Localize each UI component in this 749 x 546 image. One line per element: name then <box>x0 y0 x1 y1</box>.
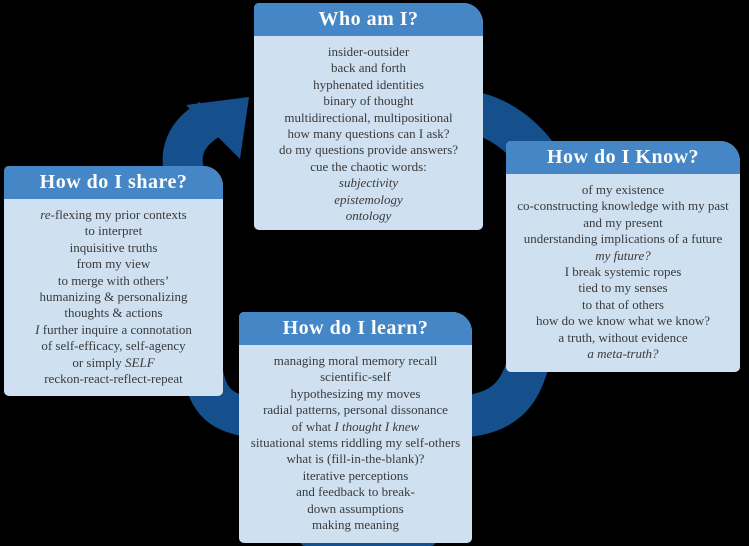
body-line: I break systemic ropes <box>564 264 682 280</box>
body-line: hypothesizing my moves <box>290 385 421 401</box>
body-line: to interpret <box>84 223 143 239</box>
body-line: how do we know what we know? <box>535 313 711 329</box>
body-line: tied to my senses <box>578 280 668 296</box>
body-line: from my view <box>76 256 151 272</box>
body-line: thoughts & actions <box>64 305 163 321</box>
body-line: humanizing & personalizing <box>39 289 188 305</box>
body-line: and feedback to break- <box>296 484 415 500</box>
body-line: down assumptions <box>307 500 404 516</box>
body-line: iterative perceptions <box>302 467 409 483</box>
body-line: a truth, without evidence <box>558 329 688 345</box>
body-line: situational stems riddling my self-other… <box>250 435 461 451</box>
panel-title: Who am I? <box>318 8 419 30</box>
body-line: and my present <box>583 214 663 230</box>
body-line: I further inquire a connotation <box>35 321 192 337</box>
body-line: re-flexing my prior contexts <box>40 207 187 222</box>
body-line: ontology <box>345 208 392 224</box>
body-line: subjectivity <box>338 175 399 191</box>
panel-title: How do I Know? <box>546 146 700 168</box>
body-line: of my existence <box>581 182 665 197</box>
body-line: my future? <box>595 247 651 263</box>
body-line: what is (fill-in-the-blank)? <box>286 451 425 467</box>
panel-header: How do I Know? <box>506 141 740 174</box>
body-line: or simply SELF <box>72 354 155 370</box>
body-line: radial patterns, personal dissonance <box>263 402 448 418</box>
panel-how-do-i-learn: How do I learn? managing moral memory re… <box>239 312 472 543</box>
arrow-share-to-who-head-icon <box>186 97 249 159</box>
body-line: co-constructing knowledge with my past <box>517 198 729 214</box>
body-line: how many questions can I ask? <box>287 126 450 142</box>
panel-how-do-i-share: How do I share? re-flexing my prior cont… <box>4 166 223 396</box>
body-line: insider-outsider <box>327 44 410 59</box>
panel-title: How do I learn? <box>282 317 429 339</box>
body-line: hyphenated identities <box>313 76 424 92</box>
body-line: scientific-self <box>320 369 391 385</box>
body-line: to that of others <box>582 296 664 312</box>
body-line: managing moral memory recall <box>273 353 438 368</box>
body-line: binary of thought <box>323 93 414 109</box>
body-line: cue the chaotic words: <box>310 158 427 174</box>
body-line: inquisitive truths <box>69 239 158 255</box>
body-line: epistemology <box>334 191 403 207</box>
body-line: making meaning <box>311 517 399 533</box>
panel-header: How do I learn? <box>239 312 472 345</box>
body-line: multidirectional, multipositional <box>284 109 453 125</box>
body-line: do my questions provide answers? <box>278 142 459 158</box>
body-line: a meta-truth? <box>587 346 659 362</box>
body-line: understanding implications of a future <box>523 231 723 247</box>
body-line: of what I thought I knew <box>291 418 420 434</box>
body-line: reckon-react-reflect-repeat <box>44 371 183 387</box>
panel-title: How do I share? <box>39 171 188 193</box>
body-line: of self-efficacy, self-agency <box>41 338 186 354</box>
body-line: back and forth <box>330 60 407 76</box>
panel-header: How do I share? <box>4 166 223 199</box>
body-line: to merge with others’ <box>57 272 170 288</box>
panel-header: Who am I? <box>254 3 483 36</box>
